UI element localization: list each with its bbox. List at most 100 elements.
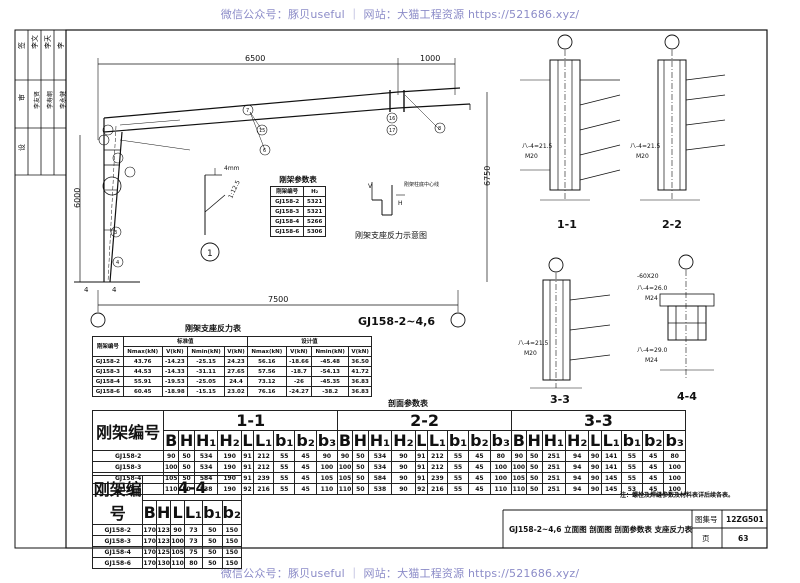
- section-cell: 190: [217, 450, 242, 462]
- reaction-cell: 55.91: [122, 376, 163, 387]
- reaction-cell: 44.53: [122, 366, 163, 377]
- section-cell: 90: [391, 483, 416, 495]
- section-cell: 239: [426, 472, 448, 484]
- reaction-v: V: [368, 183, 373, 190]
- section-cell: GJ158-2: [91, 450, 165, 462]
- s44-cell: 80: [183, 557, 204, 569]
- s44-cell: GJ158-6: [91, 557, 144, 569]
- reaction-cell: 36.50: [348, 356, 372, 367]
- section-cell: 50: [525, 483, 543, 495]
- section-cell: 90: [315, 450, 339, 462]
- section-subheader: H₂: [217, 430, 242, 451]
- drawing-title: GJ158-2~4,6 立面图 剖面图 剖面参数表 支座反力表: [509, 524, 692, 534]
- reaction-subheader: Nmax(kN): [246, 346, 287, 357]
- section-h-id: 刚架编号: [91, 410, 165, 451]
- s44-cell: 50: [202, 524, 223, 536]
- reaction-cell: 57.56: [246, 366, 287, 377]
- section-subheader: B: [163, 430, 180, 451]
- s44-cell: 170: [142, 546, 157, 558]
- section-cell: 534: [367, 461, 393, 473]
- section-cell: 100: [489, 472, 512, 484]
- s44-cell: GJ158-2: [91, 524, 144, 536]
- stamp-col3-b: 李永健: [59, 91, 67, 109]
- reaction-subheader: Nmin(kN): [311, 346, 350, 357]
- reaction-cell: 24.23: [224, 356, 248, 367]
- s11-weld: 八-4=21.5: [522, 143, 553, 150]
- atlas-no: 12ZG501: [726, 515, 764, 524]
- section-cell: 100: [663, 483, 686, 495]
- s44-cell: GJ158-3: [91, 535, 144, 547]
- section-cell: 534: [193, 450, 219, 462]
- section-cell: 90: [391, 461, 416, 473]
- params-cell: GJ158-6: [269, 226, 305, 237]
- stamp-col2-b: 李寿纲: [46, 91, 54, 109]
- section-subheader: H₂: [391, 430, 416, 451]
- section-cell: 534: [193, 461, 219, 473]
- reaction-cell: -14.33: [161, 366, 188, 377]
- section-cell: 90: [588, 450, 602, 462]
- reaction-cell: GJ158-2: [92, 356, 124, 367]
- params-cell: 5321: [303, 206, 326, 217]
- section-cell: 55: [273, 461, 296, 473]
- grid-bubble-s22: [664, 34, 680, 50]
- title-block: [502, 509, 767, 548]
- section-cell: 45: [642, 461, 665, 473]
- dim-4-left: 4: [84, 286, 89, 294]
- s22-weld: 八-4=21.5: [630, 143, 661, 150]
- section-subheader: b₂: [642, 430, 665, 451]
- inner-frame: [65, 29, 768, 549]
- section-cell: 90: [163, 450, 180, 462]
- grid-bubble-left: [90, 312, 106, 328]
- side-stamp: [15, 30, 66, 176]
- frame-elevation: [74, 58, 488, 312]
- section-cell: 100: [510, 461, 527, 473]
- section-subheader: b₁: [273, 430, 296, 451]
- atlas-label: 图集号: [695, 514, 718, 524]
- section-cell: 55: [620, 450, 644, 462]
- detail-1-sketch: [204, 168, 226, 235]
- watermark-bottom: 微信公众号：豚贝useful ｜ 网站：大猫工程资源 https://52168…: [220, 567, 580, 580]
- section-cell: 55: [273, 483, 296, 495]
- stamp-col4-c: 设: [17, 144, 26, 151]
- section-cell: 45: [294, 483, 317, 495]
- callout-4: 4: [116, 260, 119, 266]
- section-cell: 90: [391, 450, 416, 462]
- section-subheader: H₁: [541, 430, 567, 451]
- s44-cell: 125: [155, 546, 172, 558]
- section-cell: 45: [642, 450, 665, 462]
- section-subheader: B: [510, 430, 527, 451]
- section-cell: 212: [426, 450, 448, 462]
- section-cell: 92: [414, 483, 428, 495]
- section-cell: GJ158-3: [91, 461, 165, 473]
- section-cell: 584: [367, 472, 393, 484]
- section-cell: 91: [240, 472, 255, 484]
- section-subheader: b₃: [489, 430, 512, 451]
- section-cell: 251: [541, 461, 567, 473]
- section-cell: 45: [468, 461, 491, 473]
- section-cell: 45: [294, 472, 317, 484]
- callout-15: 15: [259, 128, 265, 134]
- reaction-cell: 60.45: [122, 386, 163, 397]
- reaction-h: H: [398, 200, 403, 207]
- section-subheader: b₂: [294, 430, 317, 451]
- reaction-cell: 56.16: [246, 356, 287, 367]
- reaction-subheader: Nmax(kN): [122, 346, 163, 357]
- section-cell: 55: [273, 472, 296, 484]
- section-cell: 239: [253, 472, 275, 484]
- section-cell: 91: [240, 450, 255, 462]
- callout-7: 7: [246, 108, 249, 114]
- stamp-col3-a: 李: [56, 42, 65, 49]
- stamp-col1-b: 李友贤: [33, 91, 41, 109]
- reaction-subheader: V(kN): [224, 346, 248, 357]
- section-cell: 212: [253, 450, 275, 462]
- reaction-table-title: 刚架支座反力表: [185, 324, 241, 333]
- section-cell: 50: [525, 450, 543, 462]
- section-cell: 50: [351, 450, 369, 462]
- section-subheader: b₃: [663, 430, 686, 451]
- params-cell: 5321: [303, 196, 326, 207]
- section-cell: 50: [178, 461, 195, 473]
- dim-6750: 6750: [483, 166, 492, 186]
